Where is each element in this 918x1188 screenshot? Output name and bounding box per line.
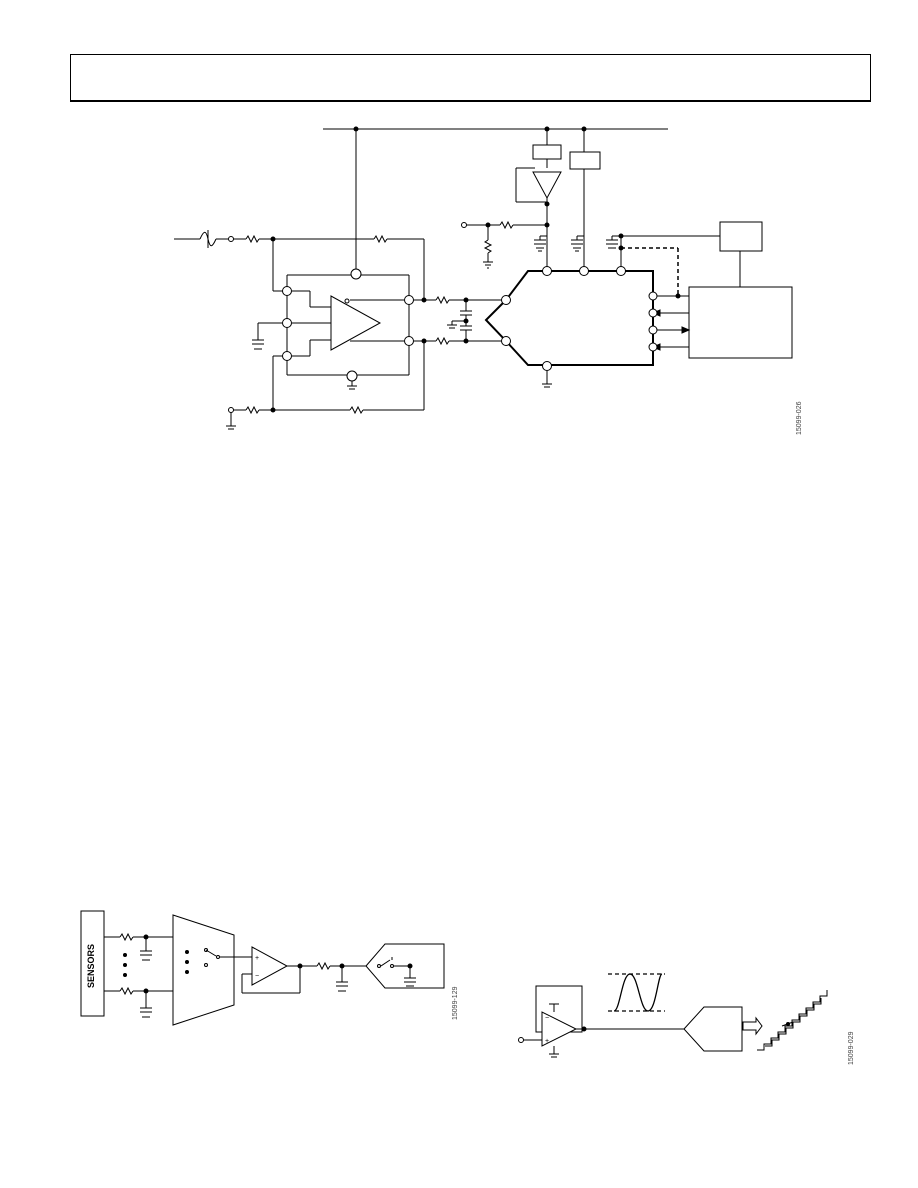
- page-header-box: [70, 54, 871, 102]
- sensors-label: SENSORS: [86, 943, 96, 988]
- figure-sensor-acquisition-chain: + − SENSORS 15099-129: [80, 910, 460, 1030]
- figure-id-label: 15099-029: [848, 1031, 855, 1065]
- circuit-diagram-main: [174, 126, 793, 430]
- circuit-diagram-sensors: + −: [80, 910, 445, 1026]
- figure-differential-adc-driver: 15099-026: [160, 120, 820, 450]
- figure-id-label: 15099-026: [796, 401, 803, 435]
- figure-id-label: 15099-129: [452, 986, 459, 1020]
- svg-text:−: −: [255, 973, 259, 980]
- svg-text:+: +: [255, 955, 259, 962]
- svg-text:+: +: [545, 1038, 549, 1045]
- svg-text:−: −: [545, 1015, 549, 1022]
- circuit-diagram-quantization: + −: [518, 973, 828, 1058]
- figure-amp-to-adc-quantization: + − 15099-029: [510, 960, 860, 1070]
